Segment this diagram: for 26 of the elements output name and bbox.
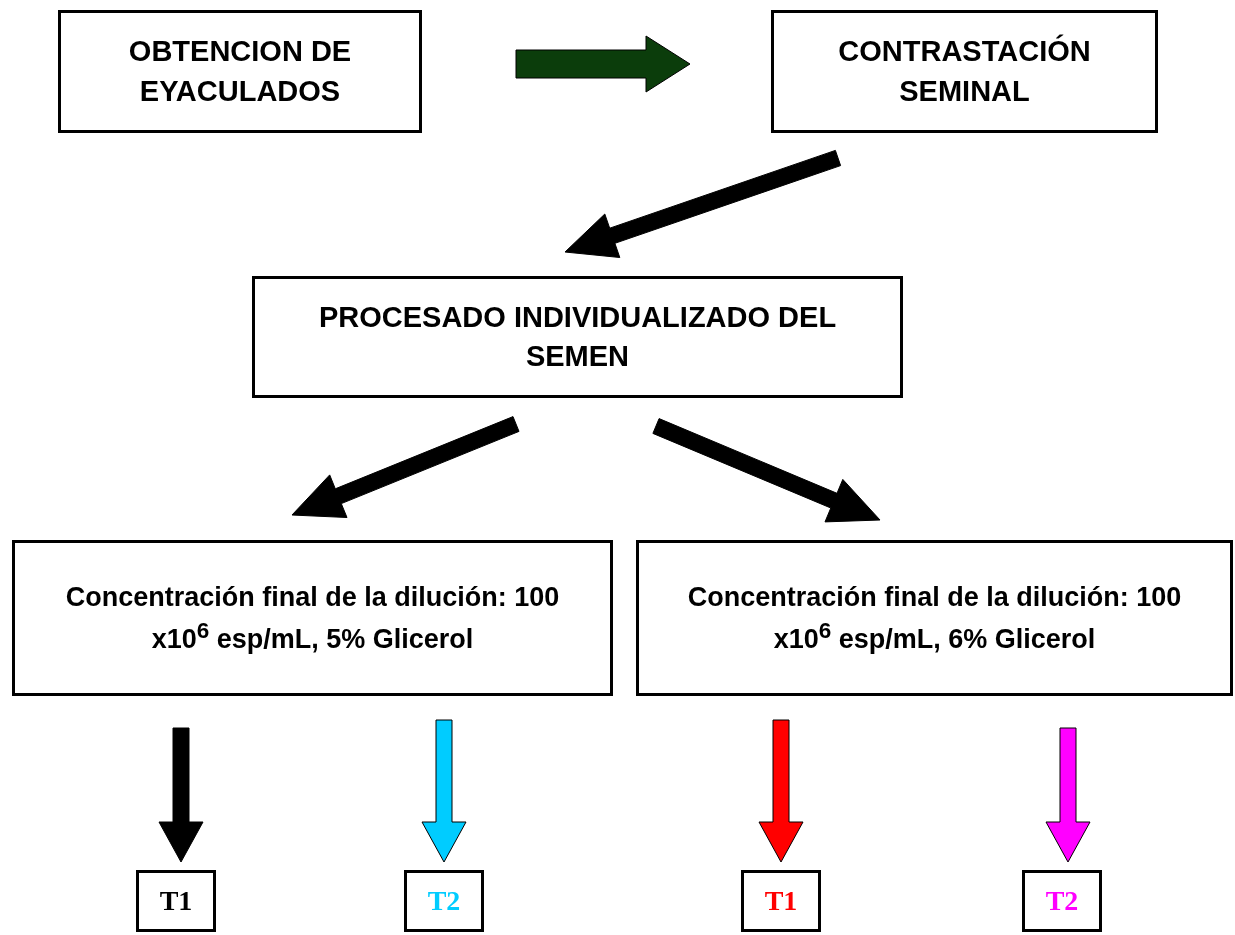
box-text: T2 bbox=[427, 885, 461, 917]
box-text: Concentración final de la dilución: 100 x10$^{6}$ esp/mL, 6% Glicerol bbox=[686, 581, 1183, 656]
box-text: OBTENCION DE EYACULADOS bbox=[127, 34, 353, 109]
box-text: PROCESADO INDIVIDUALIZADO DEL SEMEN bbox=[317, 299, 838, 374]
box-text: T2 bbox=[1045, 885, 1079, 917]
process-box bbox=[252, 276, 903, 398]
label-box bbox=[404, 870, 484, 932]
box-text: T1 bbox=[159, 885, 193, 917]
arrow bbox=[158, 727, 204, 863]
arrow bbox=[758, 719, 804, 863]
arrow bbox=[291, 416, 520, 518]
process-box bbox=[771, 10, 1158, 133]
label-box bbox=[1022, 870, 1102, 932]
arrow bbox=[515, 35, 691, 93]
box-text: T1 bbox=[764, 885, 798, 917]
arrow bbox=[1045, 727, 1091, 863]
process-box bbox=[636, 540, 1233, 696]
process-box bbox=[58, 10, 422, 133]
arrow bbox=[421, 719, 467, 863]
arrow bbox=[564, 149, 842, 258]
label-box bbox=[136, 870, 216, 932]
arrow bbox=[652, 418, 881, 523]
box-text: Concentración final de la dilución: 100 x10$^{6}$ esp/mL, 5% Glicerol bbox=[64, 581, 561, 656]
label-box bbox=[741, 870, 821, 932]
process-box bbox=[12, 540, 613, 696]
box-text: CONTRASTACIÓN SEMINAL bbox=[837, 33, 1092, 109]
